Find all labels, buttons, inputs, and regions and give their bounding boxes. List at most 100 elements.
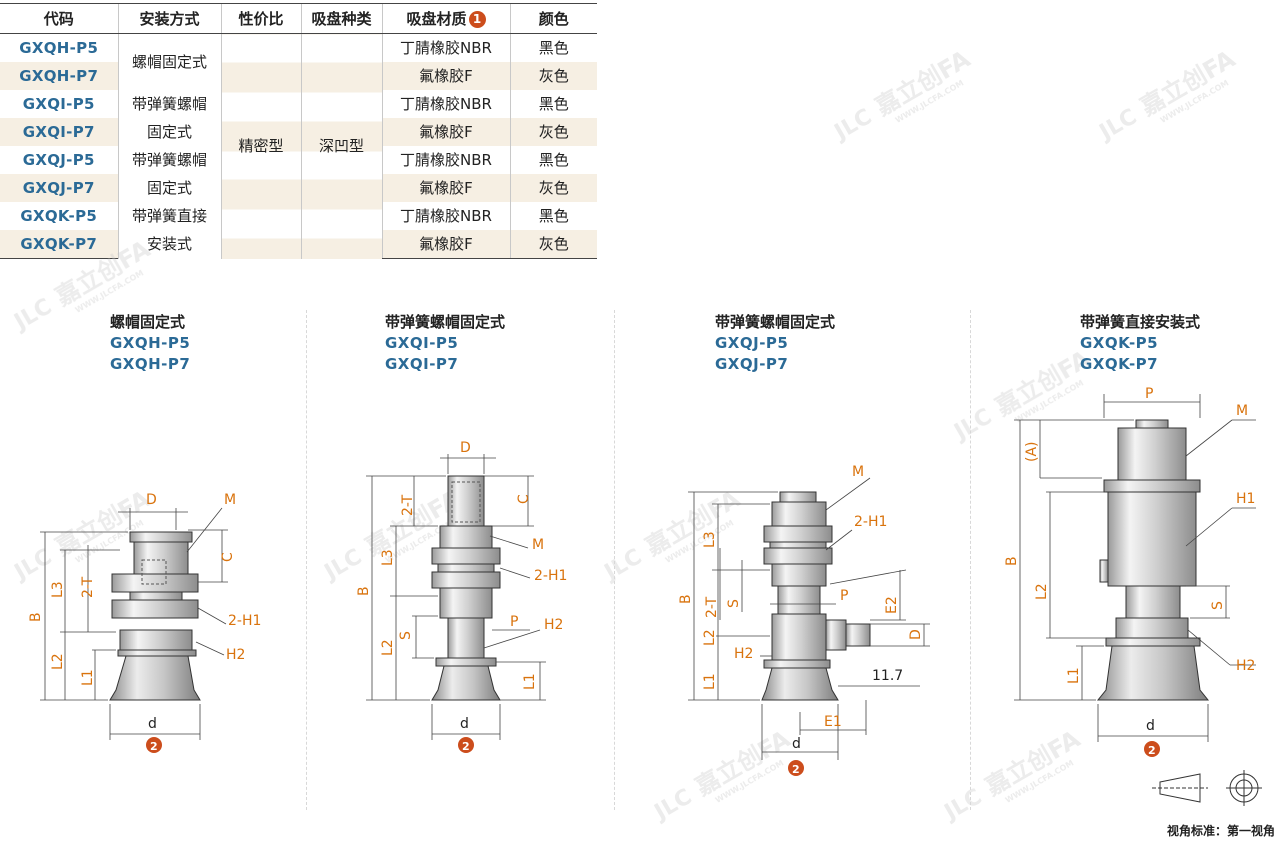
note-badge-2 [146,737,162,753]
model-code: GXQI-P7 [0,118,118,146]
mount-line: 固定式 [146,123,192,141]
dim-label: d [148,716,157,732]
dim-label: S [1210,601,1226,610]
part-clip [1099,559,1109,583]
figure-title: 螺帽固定式 [110,313,186,331]
dim-label: L1 [702,673,718,690]
figure-model: GXQI-P7 [385,355,459,373]
dim-label: d [792,736,801,752]
mount-line: 固定式 [146,179,192,197]
dim-label: B [678,594,694,604]
part-rod [1125,585,1181,619]
dim-label: H2 [734,646,753,662]
figure-model: GXQJ-P5 [715,334,789,352]
part-cap [1135,419,1169,429]
dim-label: M [532,537,544,553]
dim-label: B [356,586,372,596]
material-cell: 丁腈橡胶NBR [381,90,510,118]
dim-label: L2 [702,629,718,646]
mount-method: 带弹簧直接安装式 [117,202,221,259]
dim-label: M [852,464,864,480]
figure-model: GXQK-P7 [1080,355,1159,373]
figure-model: GXQK-P5 [1080,334,1159,352]
figure-title: 带弹簧螺帽固定式 [715,313,836,331]
model-code: GXQH-P7 [0,62,118,90]
dim-label: L2 [50,653,66,670]
dim-label: L3 [702,531,718,548]
note-badge-2 [458,737,474,753]
figure-header: 带弹簧螺帽固定式 GXQJ-P5 GXQJ-P7 [715,312,835,375]
figure-model: GXQH-P5 [110,334,191,352]
cost-text: 精密型 [238,137,284,156]
projection-symbol-icon [1152,770,1262,806]
figure-header: 螺帽固定式 GXQH-P5 GXQH-P7 [110,312,190,375]
dim-label: D [908,629,924,640]
dim-label: L3 [380,549,396,566]
material-cell: 丁腈橡胶NBR [381,33,510,62]
dim-label: 2-T [704,596,720,618]
mount-line: 带弹簧直接 [131,207,207,226]
header-cost: 性价比 [220,3,301,34]
header-cup-type: 吸盘种类 [300,3,382,34]
color-cell: 灰色 [509,174,597,202]
mount-line: 安装式 [146,235,192,254]
dim-label: L2 [380,639,396,656]
dim-label: C [516,494,532,504]
figure-separator [614,310,615,810]
material-cell: 氟橡胶F [381,230,510,259]
part-suction-cup [1096,645,1210,701]
dim-label: S [726,599,742,608]
mount-method: 带弹簧螺帽固定式 [117,90,221,146]
model-code: GXQH-P5 [19,39,99,57]
part-rod [777,585,821,615]
material-cell: 丁腈橡胶NBR [381,146,510,174]
figure-header: 带弹簧螺帽固定式 GXQI-P5 GXQI-P7 [385,312,505,375]
dim-label: M [224,492,236,508]
note-badge-2 [1144,741,1160,757]
note-badge-2-text: 2 [150,740,158,753]
part-block [771,613,827,661]
figure-title: 带弹簧直接安装式 [1080,313,1201,331]
color-cell: 黑色 [509,90,597,118]
color-cell: 黑色 [509,33,597,62]
color-cell: 灰色 [509,230,597,259]
cost-class: 精密型 [220,33,301,259]
figure-separator [306,310,307,810]
dim-label: M [1236,403,1248,419]
dim-label: E2 [884,596,900,614]
dim-label: H2 [226,647,245,663]
dim-label: P [510,614,518,630]
figure-header: 带弹簧直接安装式 GXQK-P5 GXQK-P7 [1080,312,1200,375]
cup-type: 深凹型 [300,33,382,259]
part-body [1107,491,1197,587]
dim-label: d [1146,718,1155,734]
header-mount: 安装方式 [117,3,221,34]
cup-type-text: 深凹型 [318,137,364,156]
table-row: GXQJ-P7 氟橡胶F 灰色 [0,174,597,202]
mount-line: 带弹簧螺帽 [131,151,207,169]
figure-model: GXQH-P7 [110,355,191,373]
dim-label: B [28,612,44,622]
part-body [133,541,189,575]
material-cell: 丁腈橡胶NBR [381,202,510,230]
figure-model: GXQJ-P7 [715,355,789,373]
part-spring [439,587,493,619]
part-suction-cup [109,655,201,701]
mount-line: 带弹簧螺帽 [131,95,207,113]
dim-label: L1 [522,673,538,690]
part-fitting [1117,427,1187,481]
dim-label: 2-H1 [228,613,261,629]
dim-label: C [220,552,236,562]
dim-label: H1 [1236,491,1255,507]
table-row: GXQJ-P5 带弹簧螺帽固定式 丁腈橡胶NBR 黑色 [0,146,597,202]
part-hex [1115,617,1189,639]
part-body [771,501,827,527]
mount-method: 带弹簧螺帽固定式 [117,146,221,202]
dim-label: P [840,588,848,604]
dim-label: 2-T [400,494,416,516]
